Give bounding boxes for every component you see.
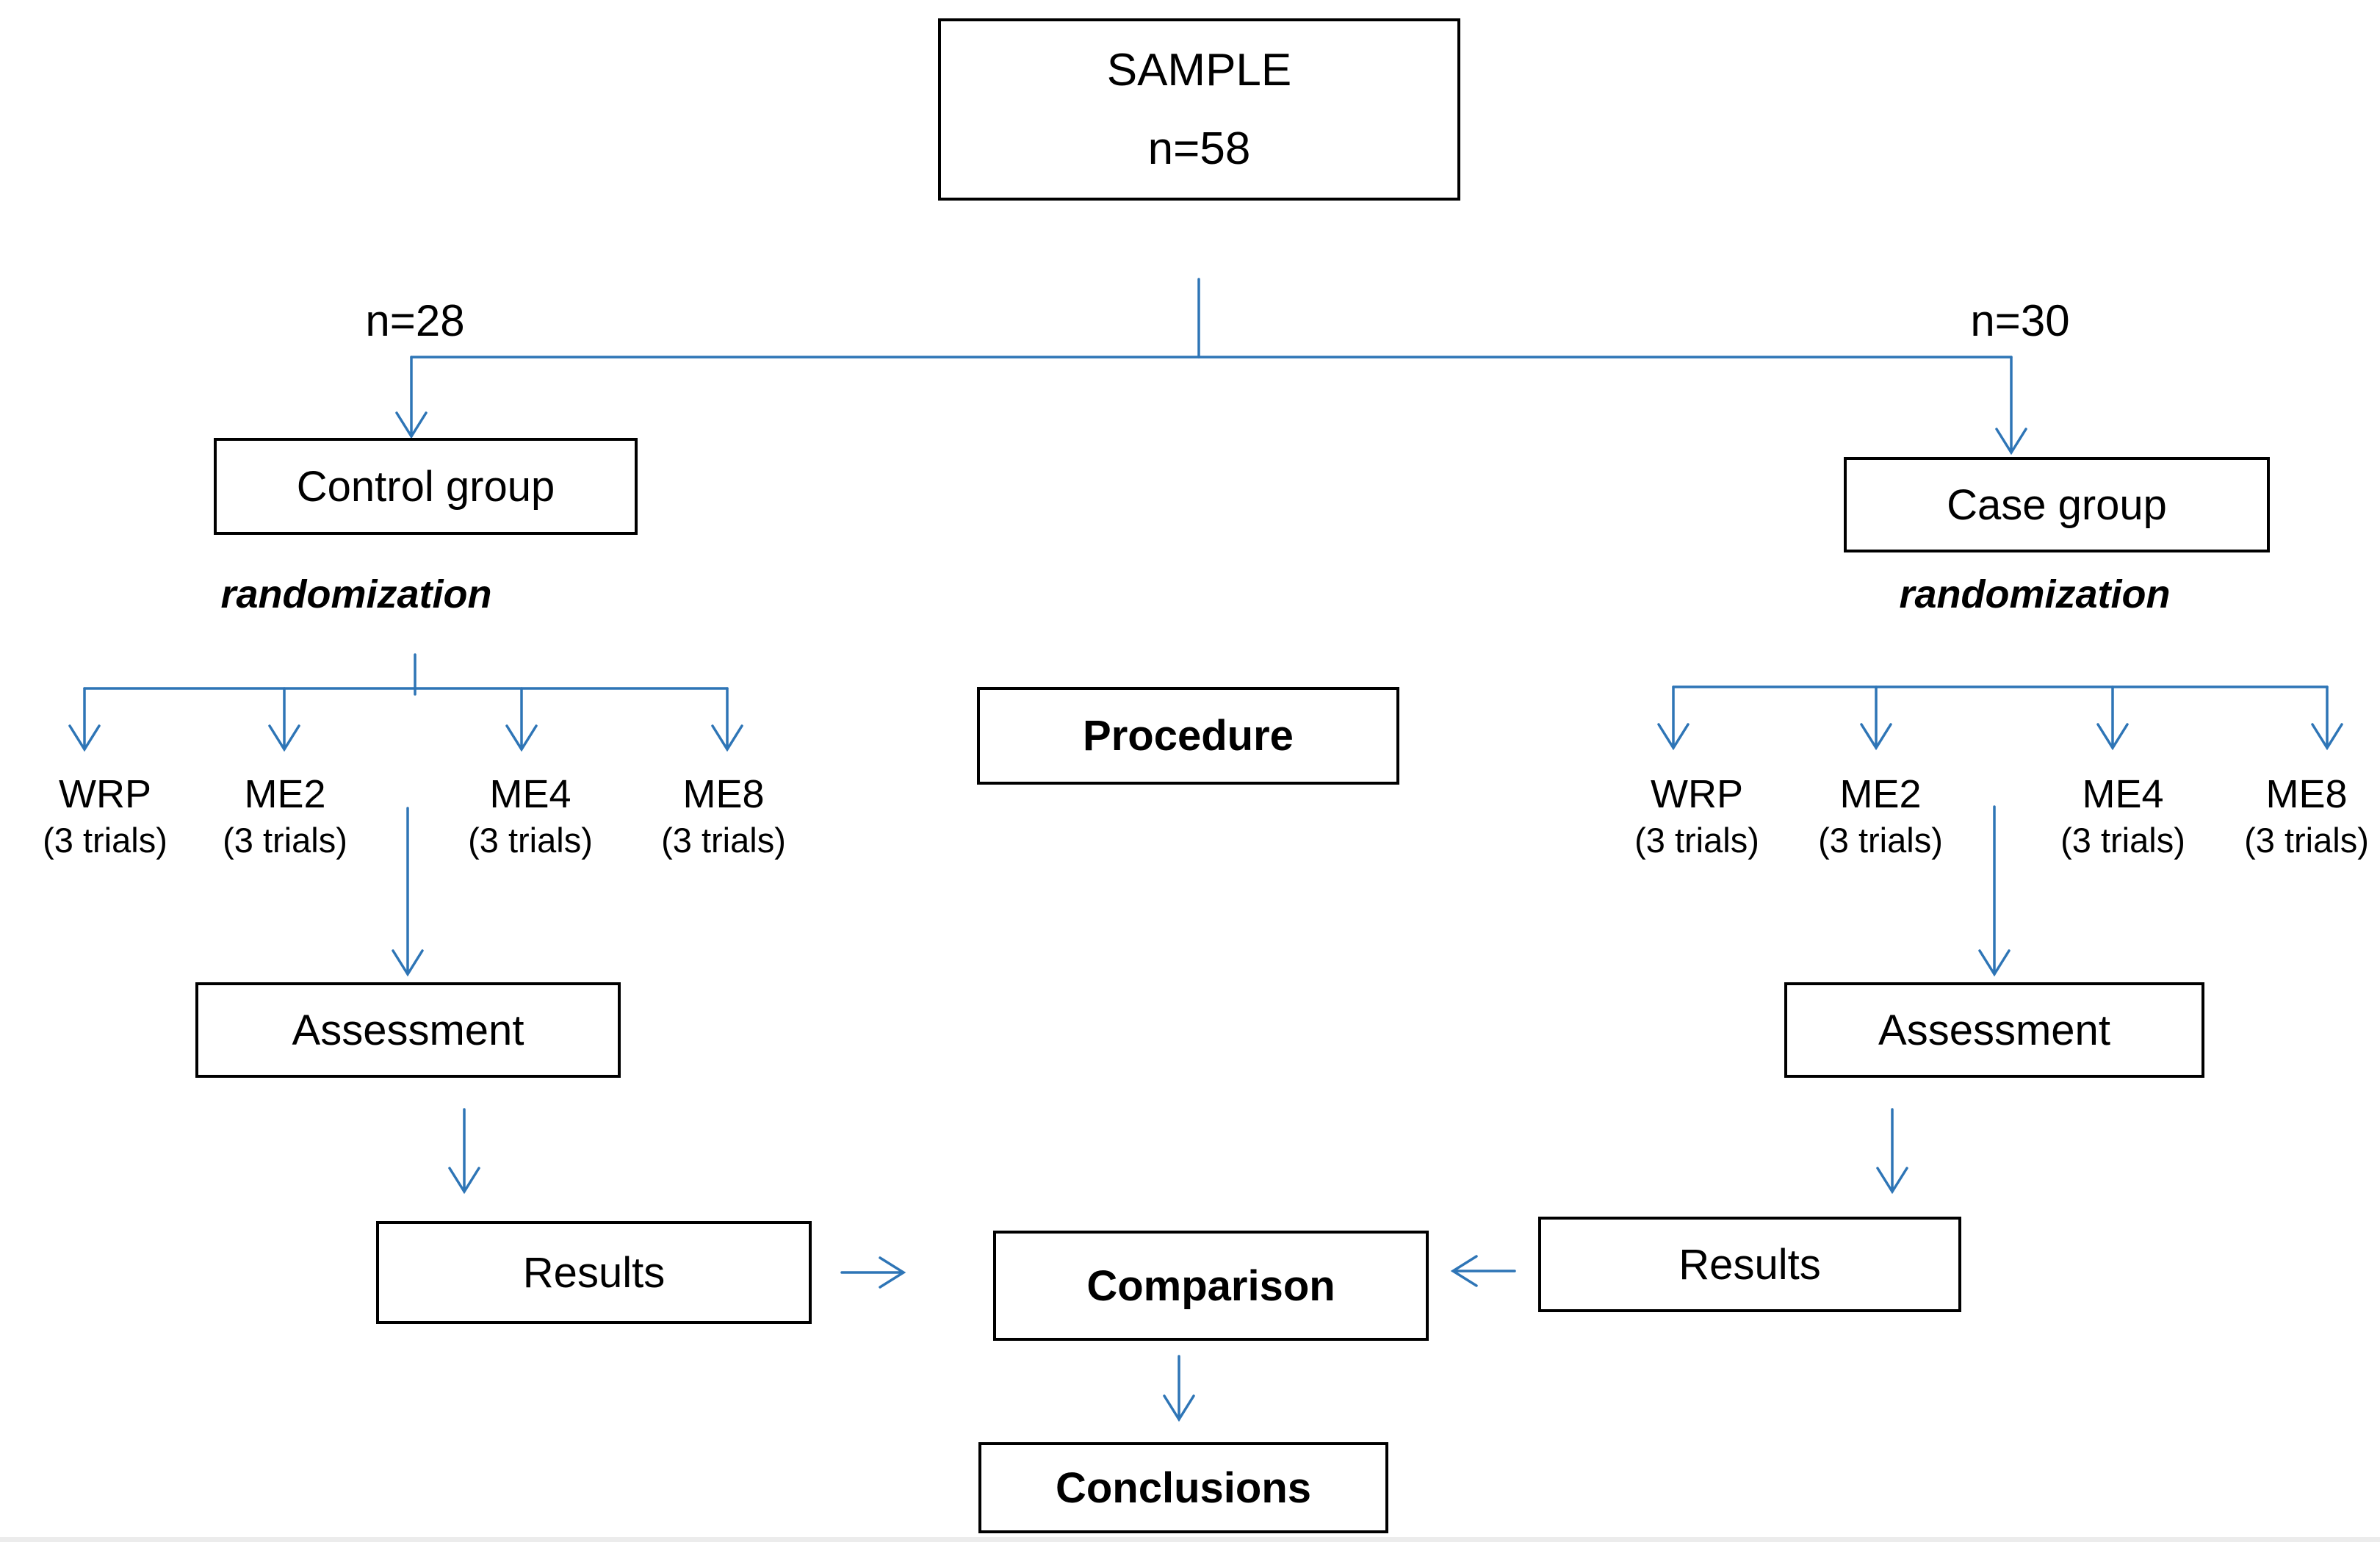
left-arm-me2-name: ME2: [244, 772, 326, 816]
procedure-label: Procedure: [1083, 712, 1294, 760]
arrow-left-results-to-comparison-icon: [840, 1256, 906, 1289]
left-arm-me4-name: ME4: [489, 772, 571, 816]
left-arm-wrp: WRP (3 trials): [2, 770, 208, 863]
right-assessment-label: Assessment: [1878, 1006, 2110, 1054]
right-arm-wrp-name: WRP: [1651, 772, 1743, 816]
arrow-down-right-me8-icon: [2311, 685, 2343, 751]
left-assessment-box: Assessment: [195, 982, 621, 1078]
arrow-down-control-icon: [395, 356, 428, 439]
right-arm-me8-detail: (3 trials): [2244, 821, 2369, 860]
right-assessment-box: Assessment: [1784, 982, 2204, 1078]
comparison-label: Comparison: [1086, 1261, 1335, 1310]
right-arm-wrp: WRP (3 trials): [1594, 770, 1800, 863]
arrow-down-left-wrp-icon: [68, 687, 101, 752]
left-arm-me8-detail: (3 trials): [661, 821, 786, 860]
arrow-down-left-me8-icon: [711, 687, 743, 752]
arrow-left-arms-to-assessment-icon: [392, 807, 424, 977]
left-results-label: Results: [522, 1248, 666, 1297]
arrow-right-results-to-comparison-icon: [1450, 1255, 1516, 1287]
bottom-divider: [0, 1537, 2380, 1542]
right-arm-me4-detail: (3 trials): [2060, 821, 2185, 860]
arrow-comparison-to-conclusions-icon: [1163, 1355, 1195, 1422]
case-group-box: Case group: [1844, 457, 2270, 552]
right-count-label: n=30: [1970, 296, 2070, 345]
arrow-right-arms-to-assessment-icon: [1978, 805, 2011, 977]
right-arm-wrp-detail: (3 trials): [1634, 821, 1759, 860]
left-arm-me8-name: ME8: [682, 772, 765, 816]
left-arm-me4-detail: (3 trials): [468, 821, 593, 860]
right-arm-me8: ME8 (3 trials): [2204, 770, 2380, 863]
left-results-box: Results: [376, 1221, 812, 1324]
arrow-down-left-me2-icon: [268, 687, 300, 752]
right-results-label: Results: [1678, 1240, 1821, 1289]
control-group-box: Control group: [214, 438, 638, 535]
right-arm-me2-name: ME2: [1839, 772, 1922, 816]
arrow-down-case-icon: [1995, 356, 2027, 456]
conclusions-box: Conclusions: [978, 1442, 1388, 1533]
right-arm-me2: ME2 (3 trials): [1778, 770, 1983, 863]
left-arm-me4: ME4 (3 trials): [428, 770, 633, 863]
left-arm-me8: ME8 (3 trials): [621, 770, 826, 863]
sample-count: n=58: [1147, 123, 1251, 174]
sample-box: SAMPLE n=58: [938, 18, 1460, 201]
right-arm-me8-name: ME8: [2265, 772, 2348, 816]
right-results-box: Results: [1538, 1217, 1961, 1312]
left-arm-me2-detail: (3 trials): [223, 821, 347, 860]
control-group-label: Control group: [296, 462, 555, 511]
sample-title: SAMPLE: [1106, 45, 1292, 96]
left-assessment-label: Assessment: [292, 1006, 524, 1054]
arrow-down-right-me4-icon: [2096, 685, 2129, 751]
arrow-right-assessment-to-results-icon: [1876, 1108, 1908, 1195]
conclusions-label: Conclusions: [1055, 1463, 1312, 1512]
right-arm-me4: ME4 (3 trials): [2020, 770, 2226, 863]
arrow-down-right-wrp-icon: [1657, 685, 1690, 751]
right-arm-me2-detail: (3 trials): [1818, 821, 1943, 860]
arrow-down-right-me2-icon: [1860, 685, 1892, 751]
left-arm-wrp-name: WRP: [59, 772, 151, 816]
procedure-box: Procedure: [977, 687, 1399, 785]
left-arm-wrp-detail: (3 trials): [43, 821, 167, 860]
left-randomization-label: randomization: [220, 572, 492, 616]
right-arm-me4-name: ME4: [2082, 772, 2164, 816]
right-randomization-label: randomization: [1899, 572, 2171, 616]
comparison-box: Comparison: [993, 1231, 1429, 1341]
case-group-label: Case group: [1947, 480, 2167, 529]
left-arm-me2: ME2 (3 trials): [182, 770, 388, 863]
arrow-down-left-me4-icon: [505, 687, 538, 752]
arrow-left-assessment-to-results-icon: [448, 1108, 480, 1195]
left-count-label: n=28: [365, 296, 465, 345]
